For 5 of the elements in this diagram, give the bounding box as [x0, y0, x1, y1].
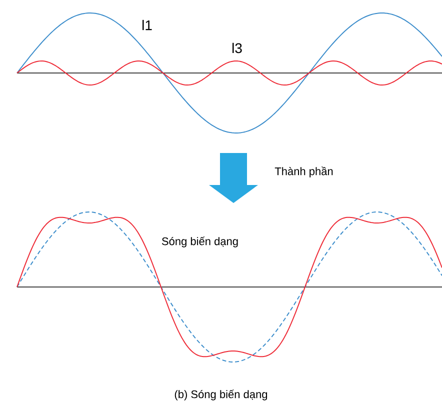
text-label: Sóng biến dạng [162, 236, 238, 248]
caption: (b) Sóng biến dạng [174, 390, 268, 400]
wave-label: l3 [232, 42, 242, 54]
wave-label: l1 [142, 20, 152, 30]
text-label: Thành phần [274, 166, 333, 178]
